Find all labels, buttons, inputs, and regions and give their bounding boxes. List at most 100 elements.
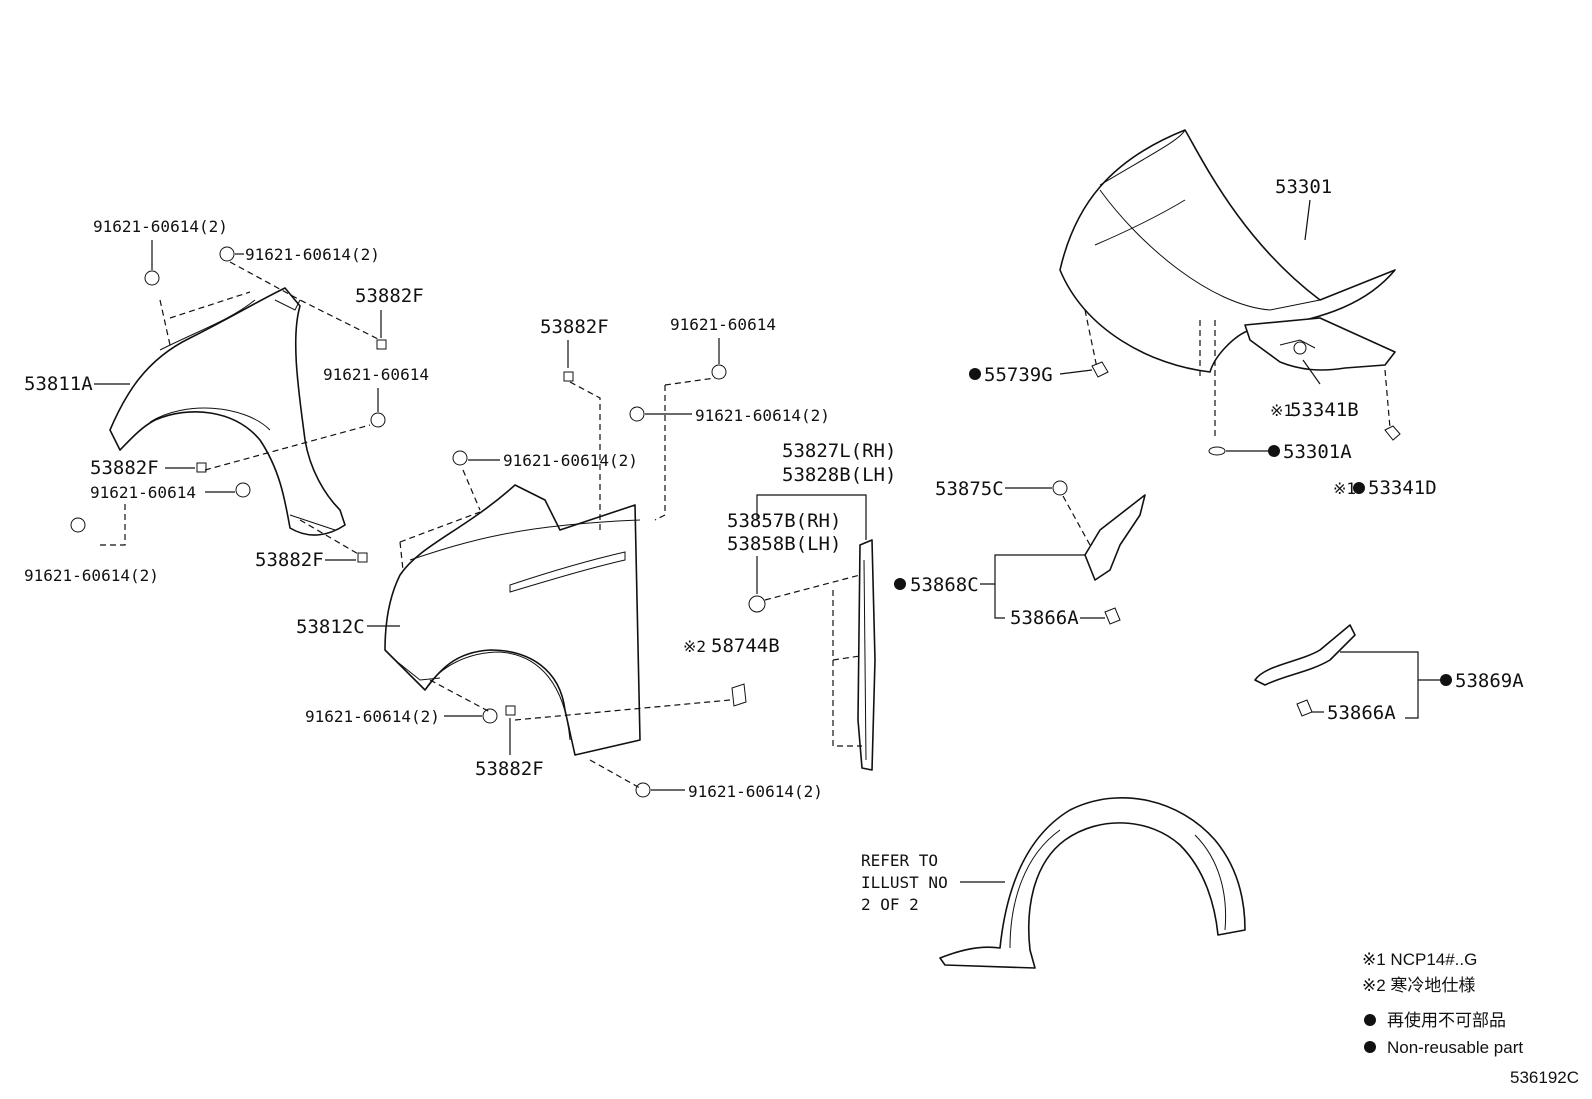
label-refer-line2: ILLUST NO [861,873,948,892]
fender-rear-dash [100,500,126,546]
fender-front-dash [654,385,666,521]
hood-bumper-part [1091,361,1109,378]
label-refer-line1: REFER TO [861,851,938,870]
fender-front-dash [589,759,641,789]
nut-part [357,552,368,563]
nut-part [376,339,387,350]
bolt-part [370,412,386,428]
label-fender-rear-panel: 53811A [24,373,93,395]
label-fender-front-panel: 53812C [296,616,365,638]
fender-rear-dash [169,291,251,319]
non-reusable-dot [969,368,981,380]
bracket-dash [1062,495,1091,546]
fender-bracket-869-part [1254,624,1356,686]
clip-866-part [1104,607,1121,625]
label-protector-lh: 53858B(LH) [727,533,841,555]
bolt-part [219,246,235,262]
fender-front-panel [384,484,641,756]
hood-seal-panel [1244,317,1396,371]
label-refer-line3: 2 OF 2 [861,895,919,914]
clip-866-part [1296,699,1313,717]
fender-clip-part [1052,480,1068,496]
label-mudguard: 58744B [711,635,780,657]
label-hood-clip-mark: ※1 [1333,479,1356,498]
fender-bracket-868-part [1084,494,1146,581]
fender-rear-dash [159,299,171,346]
bolt-part [635,782,651,798]
fender-rear-dash [299,519,361,556]
label-bolt-h: 91621-60614(2) [503,451,638,470]
label-seal-rh: 53827L(RH) [782,440,896,462]
label-protector-rh: 53857B(RH) [727,510,841,532]
fender-front-dash [399,541,404,571]
label-nut-53882F-b: 53882F [90,457,159,479]
fender-rear-panel [109,287,346,536]
label-hood-plug: 53301A [1283,441,1352,463]
bolt-part [629,406,645,422]
legend-note-2: ※2 寒冷地仕様 [1362,976,1475,995]
label-nut-53882F-c: 53882F [255,549,324,571]
label-clip-866-a: 53866A [1010,607,1079,629]
label-hood-clip: 53341D [1368,477,1437,499]
bolt-part [70,517,86,533]
bolt-part [235,482,251,498]
hood-dash-line [1384,369,1391,429]
fender-front-dash [399,511,481,543]
fender-front-dash [569,381,601,530]
non-reusable-dot [1440,674,1452,686]
label-hood-bumper: 55739G [984,364,1053,386]
label-nut-53882F-d: 53882F [540,316,609,338]
illustration-code: 536192C [1510,1068,1579,1087]
fender-front-dash [462,469,481,511]
label-bolt-i: 91621-60614(2) [305,707,440,726]
label-bolt-e: 91621-60614(2) [24,566,159,585]
label-nut-53882F-e: 53882F [475,758,544,780]
label-bolt-g: 91621-60614(2) [695,406,830,425]
fender-front-dash [429,679,491,713]
label-fender-clip: 53875C [935,478,1004,500]
legend-note-4: Non-reusable part [1387,1038,1523,1057]
label-bolt-d: 91621-60614 [90,483,196,502]
legend: ※1 NCP14#..G ※2 寒冷地仕様 再使用不可部品 Non-reusab… [1362,950,1579,1087]
fender-rear-dash [204,424,371,471]
label-hood-seal-mark: ※1 [1270,401,1293,420]
fender-front-dash [514,699,731,721]
non-reusable-dot [894,578,906,590]
label-fender-bracket-869: 53869A [1455,670,1524,692]
legend-note-3: 再使用不可部品 [1387,1010,1506,1030]
hood-plug-part [1208,446,1226,456]
bolt-part [452,450,468,466]
legend-note-1: ※1 NCP14#..G [1362,950,1477,969]
label-bolt-a: 91621-60614(2) [93,217,228,236]
non-reusable-dot [1353,482,1365,494]
label-bolt-j: 91621-60614(2) [688,782,823,801]
fender-front-dash [664,377,716,386]
seal-dash [832,655,861,661]
label-mudguard-mark: ※2 [683,637,706,656]
bolt-part [711,364,727,380]
seal-dash [764,574,861,601]
seal-dash [832,590,862,747]
protector-clip-part [748,595,766,613]
nut-part [505,705,516,716]
label-bolt-f: 91621-60614 [670,315,776,334]
label-nut-53882F-a: 53882F [355,285,424,307]
label-fender-bracket-868: 53868C [910,574,979,596]
bolt-part [144,270,160,286]
label-clip-866-b: 53866A [1327,702,1396,724]
hood-clip-part [1384,425,1401,441]
nut-part [563,371,574,382]
label-hood-seal: 53341B [1290,399,1359,421]
nut-part [196,462,207,473]
fender-seal-part [857,539,876,771]
label-seal-lh: 53828B(LH) [782,464,896,486]
label-hood: 53301 [1275,176,1332,198]
label-bolt-b: 91621-60614(2) [245,245,380,264]
non-reusable-dot [1268,445,1280,457]
mudguard-part [731,683,747,707]
fender-liner-part [939,797,1246,969]
label-bolt-c: 91621-60614 [323,365,429,384]
legend-dot-1 [1364,1014,1376,1026]
